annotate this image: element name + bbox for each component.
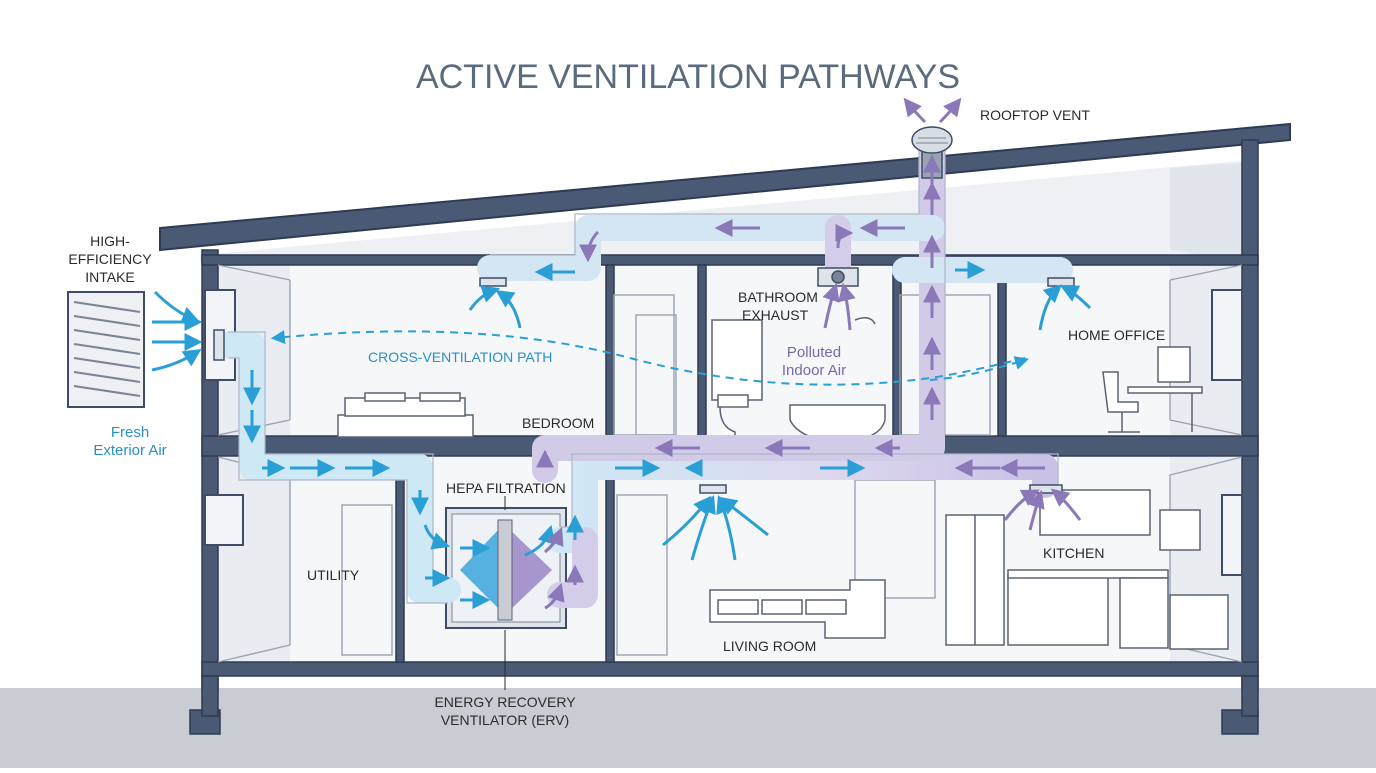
fresh-air-label-line1: Fresh — [111, 424, 149, 441]
hepa-label: HEPA FILTRATION — [446, 480, 566, 496]
cross-ventilation-path-end — [929, 356, 1030, 381]
roof — [159, 122, 1291, 252]
page-title: ACTIVE VENTILATION PATHWAYS — [416, 58, 960, 96]
intake-grille — [67, 291, 225, 408]
erv-label-line1: ENERGY RECOVERY — [434, 694, 576, 710]
fresh-air-labels: Fresh Exterior Air CROSS-VENTILATION PAT… — [93, 349, 552, 459]
fresh-air-label-line2: Exterior Air — [93, 442, 166, 459]
bedroom-label: BEDROOM — [522, 415, 594, 431]
intake-label-line2: EFFICIENCY — [68, 251, 152, 267]
attic-space — [200, 160, 1250, 262]
cross-ventilation-label: CROSS-VENTILATION PATH — [368, 349, 552, 365]
kitchen-label: KITCHEN — [1043, 545, 1104, 561]
erv-label-line2: VENTILATOR (ERV) — [441, 712, 569, 728]
bathroom-label-line1: BATHROOM — [738, 289, 818, 305]
attic-gable — [1170, 162, 1250, 262]
bed — [337, 392, 474, 438]
bathroom-label-line2: EXHAUST — [742, 307, 809, 323]
utility-label: UTILITY — [307, 567, 360, 583]
living-room-label: LIVING ROOM — [723, 638, 816, 654]
exhaust-air-arrows — [536, 97, 1082, 610]
rooftop-vent-label: ROOFTOP VENT — [980, 107, 1090, 123]
home-office-label: HOME OFFICE — [1068, 327, 1165, 343]
office-furniture — [1102, 346, 1203, 433]
bathroom-fixtures — [711, 317, 886, 443]
sofa — [709, 579, 886, 639]
polluted-air-labels: Polluted Indoor Air — [782, 344, 846, 379]
ground — [0, 688, 1376, 768]
polluted-label-line1: Polluted — [787, 344, 841, 361]
labels: ROOFTOP VENT HIGH- EFFICIENCY INTAKE BAT… — [68, 107, 1165, 728]
polluted-label-line2: Indoor Air — [782, 362, 846, 379]
intake-label-line3: INTAKE — [85, 269, 135, 285]
cross-ventilation-path — [270, 330, 1026, 386]
kitchen-furniture — [945, 489, 1229, 650]
intake-label-line1: HIGH- — [90, 233, 130, 249]
fresh-air-arrows — [151, 261, 1092, 609]
